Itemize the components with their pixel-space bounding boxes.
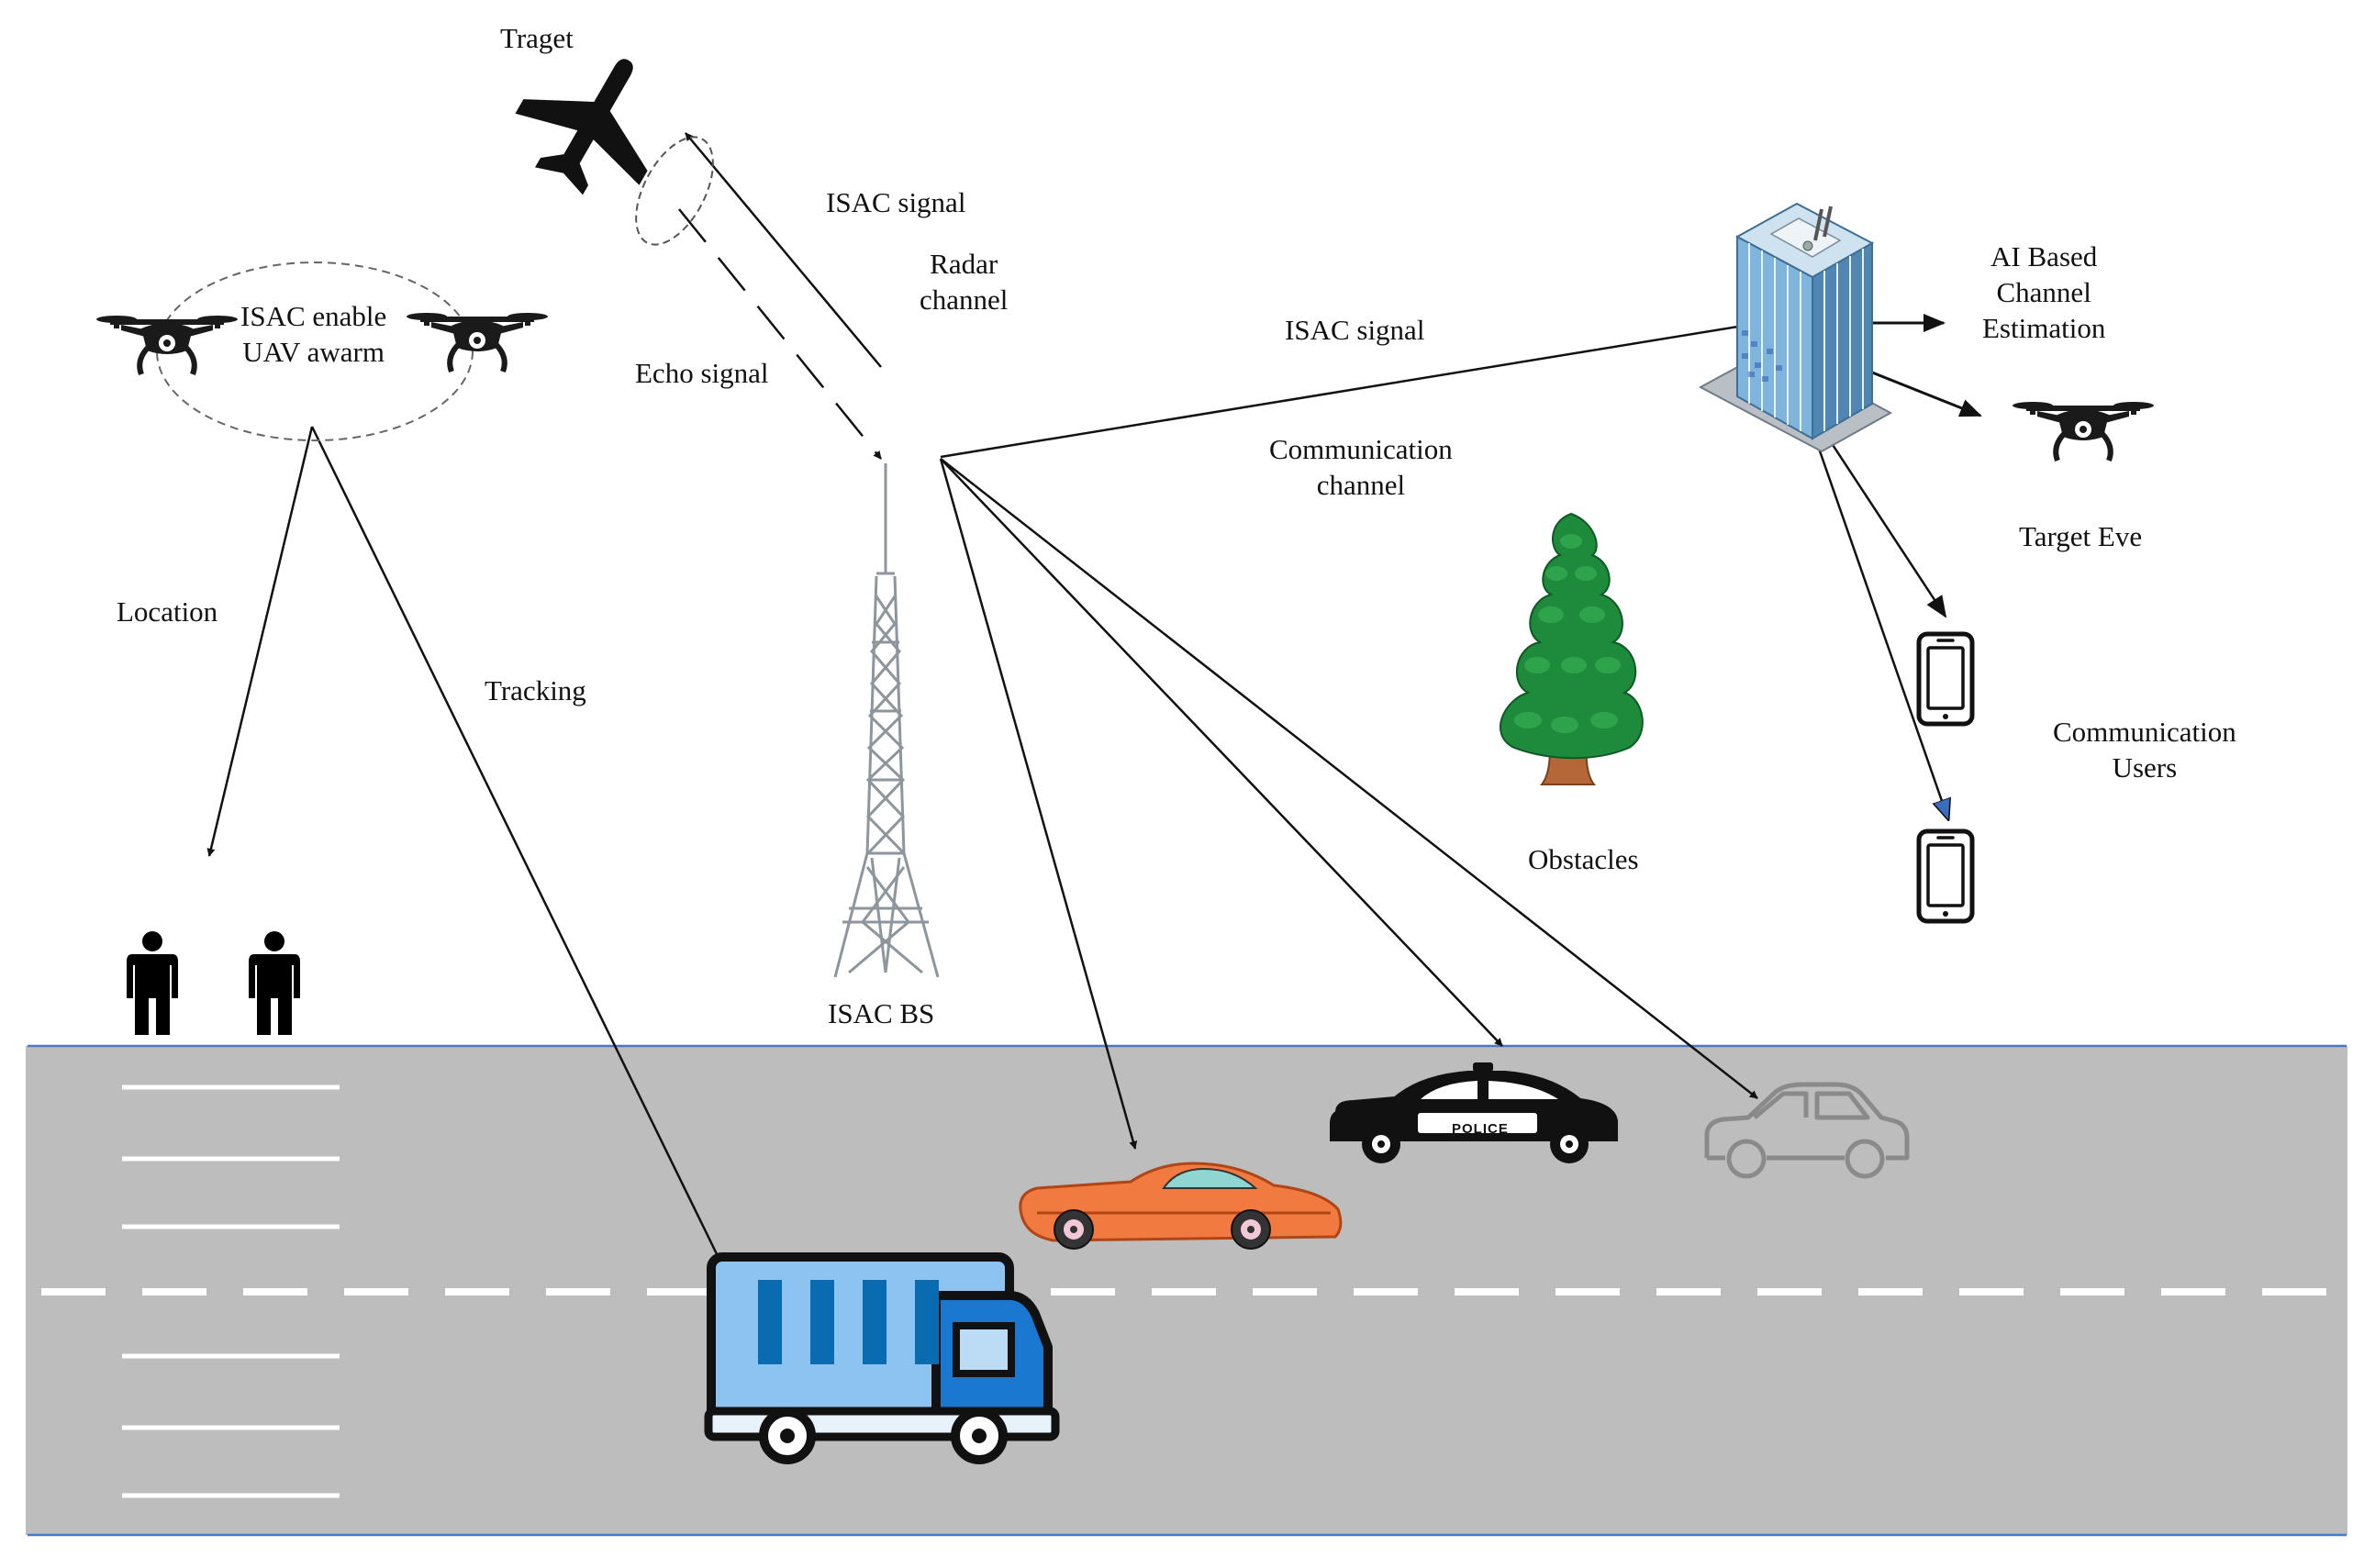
link-sports-car bbox=[939, 458, 1138, 1150]
person-icon bbox=[249, 931, 300, 1035]
communication-channel-line-1: Communication bbox=[1269, 433, 1453, 465]
police-car-label: POLICE bbox=[1452, 1121, 1509, 1137]
radar-isac-signal-label: ISAC signal bbox=[826, 186, 966, 218]
sports-car-icon bbox=[1019, 1162, 1343, 1250]
uav-swarm-ellipse bbox=[156, 261, 474, 441]
drone-icon bbox=[2013, 402, 2154, 461]
target-label: Traget bbox=[500, 22, 574, 54]
user2-link bbox=[1801, 403, 1948, 819]
comm-isac-signal-line bbox=[940, 319, 1761, 459]
echo-signal-label: Echo signal bbox=[635, 357, 769, 389]
communication-channel-label: Communication channel bbox=[1269, 431, 1453, 503]
communication-users-label: Communication Users bbox=[2053, 714, 2236, 785]
uav-swarm-line-2: UAV awarm bbox=[242, 336, 385, 368]
communication-channel-line-2: channel bbox=[1316, 469, 1406, 501]
tracking-line bbox=[310, 426, 722, 1262]
truck-icon bbox=[704, 1252, 1060, 1464]
location-label: Location bbox=[117, 595, 218, 628]
smartphone-icon bbox=[1919, 634, 1972, 724]
obstacles-label: Obstacles bbox=[1528, 843, 1639, 875]
road bbox=[26, 1044, 2347, 1537]
tracking-label: Tracking bbox=[485, 674, 586, 706]
radar-channel-label: Radar channel bbox=[920, 246, 1008, 317]
person-icon bbox=[127, 931, 178, 1035]
link-police-car bbox=[940, 458, 1503, 1047]
tower-icon bbox=[833, 463, 940, 978]
car-icon bbox=[1704, 1082, 1910, 1179]
ai-estimation-line-1: AI Based bbox=[1990, 240, 2098, 272]
communication-users-line-2: Users bbox=[2112, 751, 2178, 784]
ai-estimation-line-3: Estimation bbox=[1982, 312, 2106, 344]
airplane-icon bbox=[515, 59, 648, 195]
ai-estimation-line-2: Channel bbox=[1996, 276, 2091, 308]
link-gray-car bbox=[940, 458, 1758, 1099]
drone-icon bbox=[407, 313, 548, 372]
comm-isac-signal-label: ISAC signal bbox=[1285, 314, 1425, 346]
radar-channel-line-2: channel bbox=[920, 284, 1009, 316]
echo-signal-line bbox=[678, 208, 882, 460]
ai-channel-estimation-label: AI Based Channel Estimation bbox=[1982, 239, 2105, 346]
drone-icon bbox=[96, 316, 238, 374]
uav-swarm-line-1: ISAC enable bbox=[240, 300, 387, 332]
signal-links bbox=[206, 132, 1982, 1262]
police-car-icon bbox=[1330, 1062, 1618, 1163]
building-icon bbox=[1698, 202, 1893, 453]
isac-bs-label: ISAC BS bbox=[828, 997, 935, 1029]
communication-users-line-1: Communication bbox=[2053, 716, 2236, 748]
uav-swarm-label: ISAC enable UAV awarm bbox=[240, 298, 386, 370]
location-line bbox=[206, 426, 314, 857]
tree-icon bbox=[1499, 512, 1644, 785]
radar-beam-ellipse bbox=[635, 136, 714, 246]
smartphone-icon bbox=[1919, 831, 1972, 921]
radar-channel-line-1: Radar bbox=[930, 248, 998, 280]
radar-isac-signal-line bbox=[685, 132, 882, 368]
target-eve-label: Target Eve bbox=[2019, 520, 2143, 552]
